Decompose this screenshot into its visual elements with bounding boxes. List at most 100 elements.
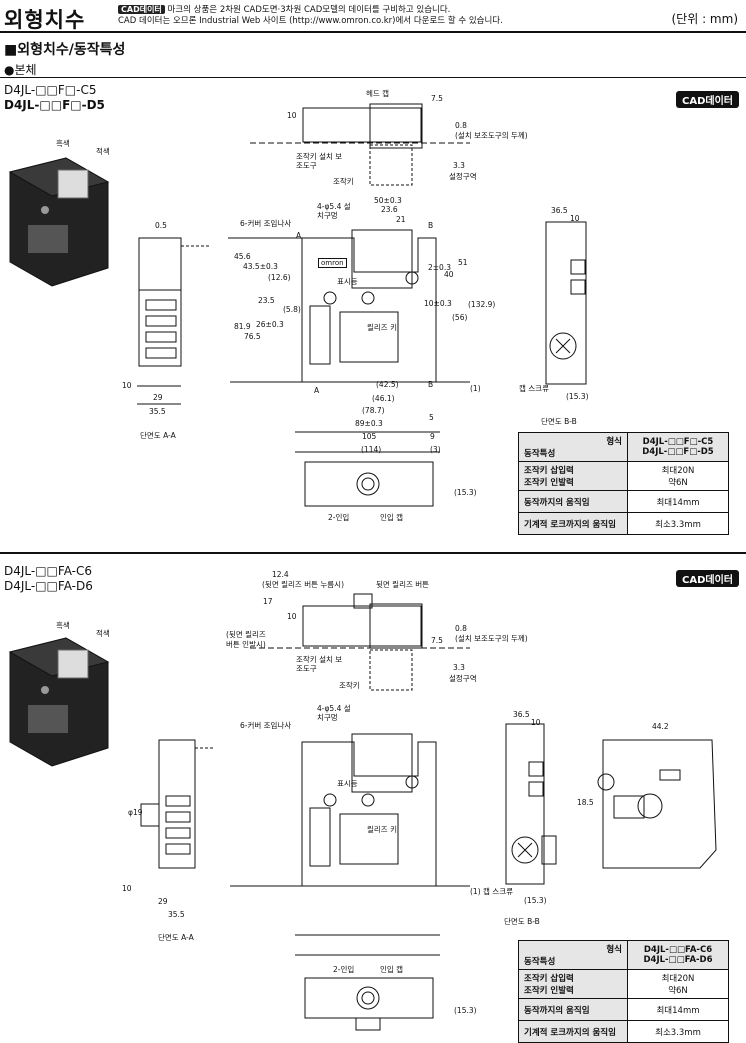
cad-note: CAD데이터 마크의 상품은 2차원 CAD도면·3차원 CAD모델의 데이터를… <box>118 4 503 27</box>
b2-install-aid: 조작키 설치 보조도구 <box>296 655 343 673</box>
b1-install-aid: 조작키 설치 보조도구 <box>296 152 343 170</box>
b1-dim-3-3: 3.3 <box>453 161 465 170</box>
b1-dim-0-5: 0.5 <box>155 221 167 230</box>
block2-front-view <box>230 733 470 956</box>
b1-label-a1: A <box>296 231 302 240</box>
b1-release-key: 릴리즈 키 <box>367 323 397 332</box>
b1-inlet-cap: 인입 캡 <box>380 513 404 522</box>
b1-dim-0-8: 0.8 <box>455 121 467 130</box>
block1-bottom-view <box>304 461 434 507</box>
b2-cap-screw: (1) 캡 스크류 <box>470 887 513 896</box>
b2-dim-12-4: 12.4 <box>272 570 289 579</box>
b1-label-b2: B <box>428 380 434 389</box>
b2-row-travel-label: 동작까지의 움직임 <box>518 998 628 1021</box>
b2-table-header-models: D4JL-□□FA-C6 D4JL-□□FA-D6 <box>627 940 729 970</box>
b1-row-travel-label: 동작까지의 움직임 <box>518 490 628 513</box>
b1-cap-screw: 캡 스크류 <box>519 384 549 393</box>
block2-section-aa <box>140 739 215 869</box>
b1-red-label: 적색 <box>96 147 110 156</box>
b1-dim-76-5: 76.5 <box>244 332 261 341</box>
b1-indicator: 표시등 <box>337 277 358 286</box>
b2-release-key: 릴리즈 키 <box>367 825 397 834</box>
b1-black-label: 흑색 <box>56 139 70 148</box>
block2-model-c6: D4JL-□□FA-C6 <box>4 564 92 578</box>
cad-note-line1: 마크의 상품은 2차원 CAD도면·3차원 CAD모델의 데이터를 구비하고 있… <box>167 5 451 15</box>
b1-dim-23-5: 23.5 <box>258 296 275 305</box>
b2-op-key: 조작키 <box>339 681 360 690</box>
b1-section-bb-label: 단면도 B-B <box>541 417 577 426</box>
b2-install-thick: (설치 보조도구의 두께) <box>455 634 528 643</box>
b1-dim-105: 105 <box>362 432 377 441</box>
block1-spec-table: 형식 동작특성 D4JL-□□F□-C5 D4JL-□□F□-D5 조작키 삽입… <box>518 432 729 535</box>
b1-dim-5: 5 <box>429 413 434 422</box>
b2-dim-44-2: 44.2 <box>652 722 669 731</box>
b2-black-label: 흑색 <box>56 621 70 630</box>
b1-dim-35-5: 35.5 <box>149 407 166 416</box>
b1-set-zone: 설정구역 <box>449 172 477 181</box>
b2-row-force-label: 조작키 삽입력 조작키 인발력 <box>518 969 628 999</box>
block1-head-top <box>250 103 470 186</box>
b1-dim-10: 10 <box>287 111 297 120</box>
b2-back-release-btn: (뒷면 릴리즈 버튼 누름시) <box>262 580 345 589</box>
b1-table-header-models: D4JL-□□F□-C5 D4JL-□□F□-D5 <box>627 432 729 462</box>
b1-dim-15-3b: (15.3) <box>454 488 477 497</box>
b1-row-travel-value: 최대14mm <box>627 490 729 513</box>
b1-section-aa-label: 단면도 A-A <box>140 431 176 440</box>
b1-dim-132-9: (132.9) <box>468 300 496 309</box>
b2-dim-10-bb: 10 <box>531 718 541 727</box>
b1-dim-50: 50±0.3 <box>374 196 402 205</box>
b2-row-travel-value: 최대14mm <box>627 998 729 1021</box>
b1-label-a2: A <box>314 386 320 395</box>
block1-models: D4JL-□□F□-C5 D4JL-□□F□-D5 <box>4 83 105 113</box>
block1-front-view <box>228 229 470 453</box>
b2-conduit: 2-인입 <box>333 965 355 974</box>
b1-row-force-value: 최대20N 약6N <box>627 461 729 491</box>
b1-dim-36-5: 36.5 <box>551 206 568 215</box>
cad-note-line2: CAD 데이터는 오므론 Industrial Web 사이트 (http://… <box>118 16 503 26</box>
block2-rear-view <box>597 739 717 869</box>
block2-product-photo <box>8 637 110 767</box>
b2-section-bb-label: 단면도 B-B <box>504 917 540 926</box>
block2-section-bb <box>505 723 557 885</box>
b1-dim-26: 26±0.3 <box>256 320 284 329</box>
b2-back-release-pull2: 버튼 인발시) <box>226 640 266 649</box>
b1-dim-7-5: 7.5 <box>431 94 443 103</box>
b1-row-lock-value: 최소3.3mm <box>627 512 729 535</box>
b1-table-header-label: 형식 동작특성 <box>518 432 628 462</box>
block1-product-photo <box>8 157 110 287</box>
b2-row-lock-label: 기계적 로크까지의 움직임 <box>518 1020 628 1043</box>
b2-dim-10: 10 <box>287 612 297 621</box>
cad-badge: CAD데이터 <box>118 5 165 14</box>
block2-spec-table: 형식 동작특성 D4JL-□□FA-C6 D4JL-□□FA-D6 조작키 삽입… <box>518 940 729 1043</box>
block2-models: D4JL-□□FA-C6 D4JL-□□FA-D6 <box>4 564 93 594</box>
b2-dim-10-aa: 10 <box>122 884 132 893</box>
b1-head-cap-label: 헤드 캡 <box>366 89 390 98</box>
b1-dim-10-aa: 10 <box>122 381 132 390</box>
block2-head-top <box>250 593 470 691</box>
b2-dim-3-3: 3.3 <box>453 663 465 672</box>
b2-mount-hole: 4-φ5.4 설치구멍 <box>317 704 351 722</box>
block1-section-aa <box>137 237 210 405</box>
b1-dim-2: 2±0.3 <box>428 263 451 272</box>
b1-dim-45-6: 45.6 <box>234 252 251 261</box>
b2-dim-0-8: 0.8 <box>455 624 467 633</box>
b2-back-release: 뒷면 릴리즈 버튼 <box>376 580 430 589</box>
section-subtitle: ●본체 <box>4 63 37 77</box>
b1-cover-screw: 6-커버 조임나사 <box>240 219 292 228</box>
b1-dim-56: (56) <box>452 313 468 322</box>
b1-dim-78-7: (78.7) <box>362 406 385 415</box>
b1-dim-43-5: 43.5±0.3 <box>243 262 278 271</box>
b1-dim-42-5: (42.5) <box>376 380 399 389</box>
b1-op-key: 조작키 <box>333 177 354 186</box>
block1-model-c5: D4JL-□□F□-C5 <box>4 83 97 97</box>
b2-dim-7-5: 7.5 <box>431 636 443 645</box>
page-title: 외형치수 <box>4 8 86 32</box>
section-divider <box>0 77 746 78</box>
b1-dim-51: 51 <box>458 258 468 267</box>
b1-dim-15-3: (15.3) <box>566 392 589 401</box>
b2-red-label: 적색 <box>96 629 110 638</box>
block1-cad-data-button[interactable]: CAD데이터 <box>676 91 739 108</box>
block2-cad-data-button[interactable]: CAD데이터 <box>676 570 739 587</box>
block-divider <box>0 552 746 554</box>
